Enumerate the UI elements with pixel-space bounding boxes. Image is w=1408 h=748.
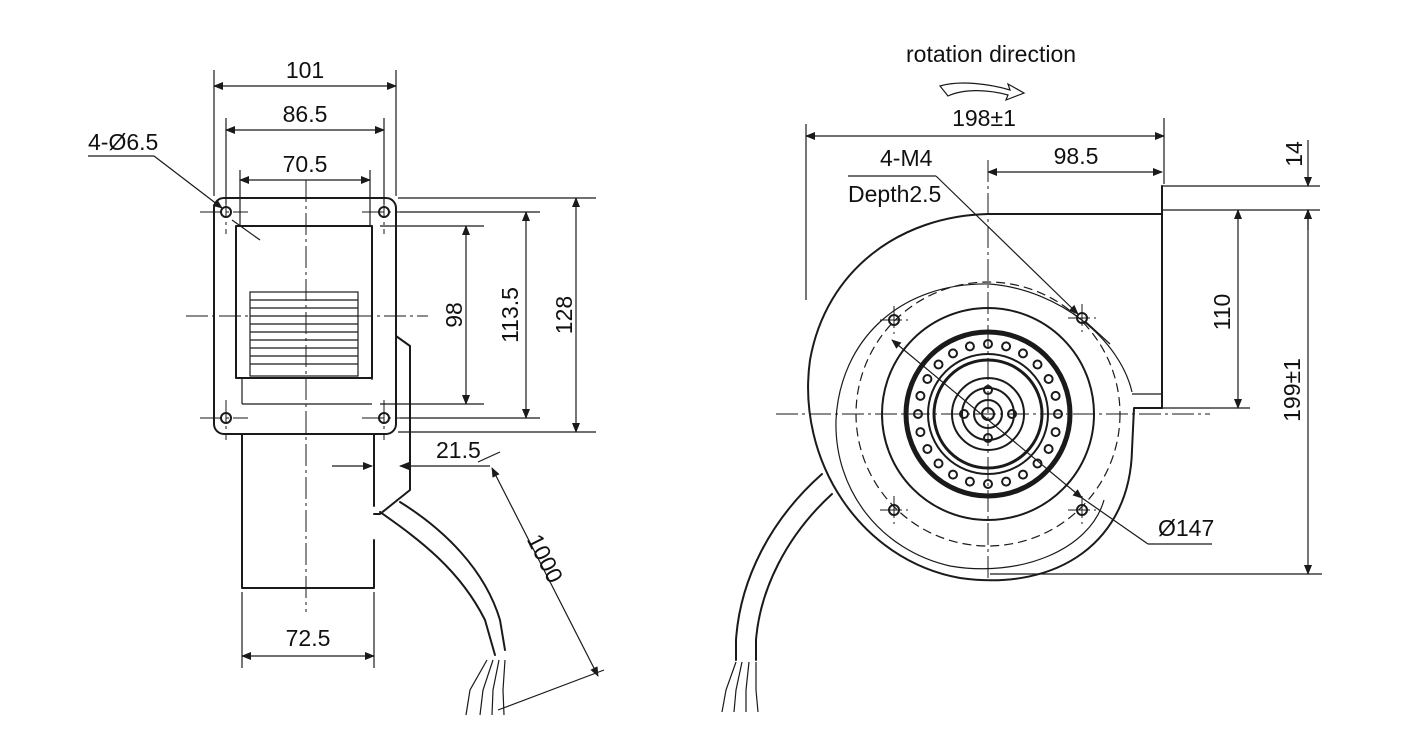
rotor-hole <box>915 390 926 401</box>
dim-198-label: 198±1 <box>952 105 1016 131</box>
front-scroll-housing <box>807 213 1163 582</box>
dim-line-147 <box>891 339 1083 499</box>
side-scroll-profile <box>373 335 411 515</box>
side-inner-opening <box>235 225 373 379</box>
dim-line-1000 <box>491 467 599 677</box>
rotor-hole <box>915 427 926 438</box>
rotor-hole <box>1043 374 1054 384</box>
side-mounting-holes <box>220 206 390 424</box>
dim-holes-label: 4-Ø6.5 <box>88 129 158 155</box>
dim-147-label: Ø147 <box>1158 515 1214 541</box>
rotor-hole <box>933 359 944 370</box>
rotor-hole <box>964 476 975 487</box>
dim-98-label: 98 <box>441 302 467 328</box>
dim-110-label: 110 <box>1209 294 1235 331</box>
side-view: 101 86.5 70.5 4-Ø6.5 98 113.5 128 <box>88 57 605 716</box>
dim-98-5-label: 98.5 <box>1054 143 1099 169</box>
side-impeller-blades <box>249 291 359 377</box>
rotor-hole <box>964 341 975 352</box>
side-motor-body <box>241 433 375 589</box>
front-cable-wires <box>721 661 759 713</box>
rotor-hole <box>948 469 958 480</box>
rotor-hole <box>1050 427 1061 438</box>
rotor-hole <box>1018 348 1028 359</box>
rotor-hole <box>1001 341 1012 352</box>
depth-label: Depth2.5 <box>848 181 941 207</box>
rotor-hole <box>1032 359 1043 370</box>
dim-128-label: 128 <box>551 296 577 334</box>
dim-113-5-label: 113.5 <box>497 287 523 343</box>
front-cable <box>735 473 823 661</box>
dim-21-5-label: 21.5 <box>436 437 481 463</box>
rotor-hole <box>1018 469 1028 480</box>
rotor-hole <box>933 458 944 469</box>
rotor-hole <box>1050 390 1061 401</box>
dim-70-5-label: 70.5 <box>283 151 328 177</box>
rotor-hole <box>1001 476 1012 487</box>
side-cable-wires <box>465 659 506 716</box>
side-cable <box>379 511 496 656</box>
dim-72-5-label: 72.5 <box>286 625 331 651</box>
rotor-hole <box>948 348 958 359</box>
rotor-hole <box>1043 444 1054 454</box>
front-view: rotation direction 198±1 98.5 4-M4 Depth… <box>721 41 1322 713</box>
dim-86-5-label: 86.5 <box>283 101 328 127</box>
dim-101-label: 101 <box>286 57 324 83</box>
dim-1000-label: 1000 <box>522 530 568 587</box>
rotor-hole <box>922 374 933 384</box>
rotation-arrow-icon <box>938 82 1026 102</box>
dim-14-label: 14 <box>1281 141 1307 167</box>
rotor-hole <box>922 444 933 454</box>
thread-label: 4-M4 <box>880 145 933 171</box>
rotation-direction-label: rotation direction <box>906 41 1076 67</box>
front-scroll-inner <box>835 283 1133 570</box>
dim-199-label: 199±1 <box>1279 358 1305 422</box>
